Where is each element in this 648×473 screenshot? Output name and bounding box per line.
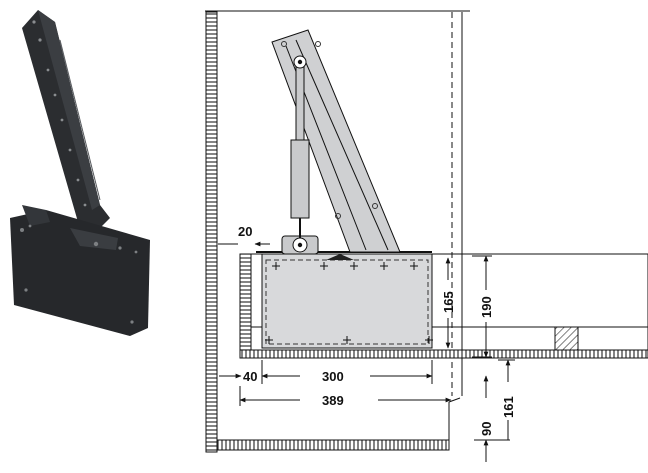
label-300: 300: [322, 369, 344, 384]
dim-40-300: 40 300: [219, 360, 433, 384]
label-190: 190: [479, 296, 494, 318]
label-165: 165: [441, 291, 456, 313]
label-20: 20: [238, 224, 252, 239]
dim-165: 165: [441, 257, 456, 349]
dim-20: 20: [218, 224, 270, 247]
label-40: 40: [243, 369, 257, 384]
dim-90: 90: [474, 375, 510, 462]
label-389: 389: [322, 393, 344, 408]
label-90: 90: [479, 422, 494, 436]
mounting-plate: [256, 251, 433, 349]
gas-strut: [281, 55, 319, 255]
dim-190: 190: [472, 255, 494, 358]
bracket-photo: [10, 10, 150, 336]
dim-389: 389: [239, 386, 452, 408]
dim-161: 161: [498, 359, 516, 440]
label-161: 161: [501, 396, 516, 418]
wall-hatch: [205, 11, 218, 453]
